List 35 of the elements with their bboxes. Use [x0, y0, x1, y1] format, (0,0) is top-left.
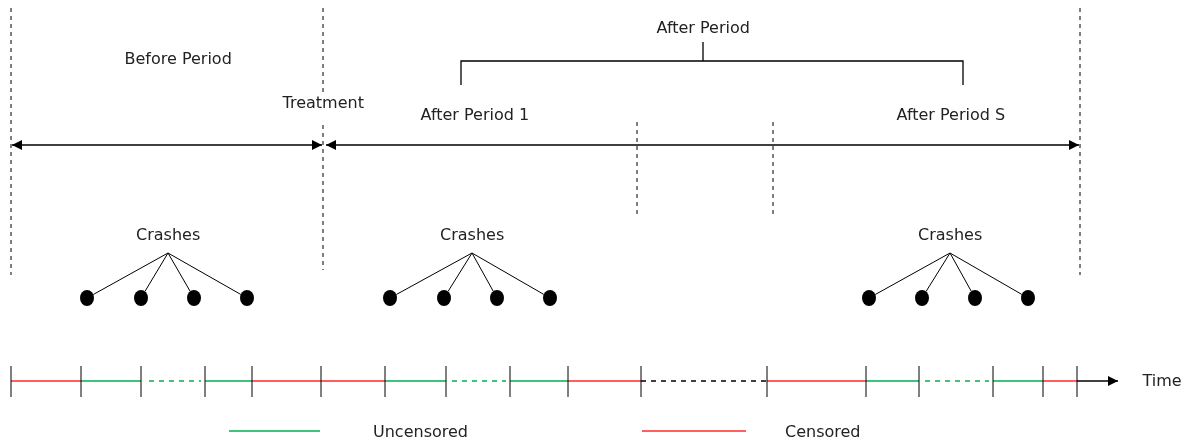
branch-line — [447, 252, 473, 292]
branch-line — [925, 252, 951, 292]
crash-dot — [187, 290, 201, 306]
crash-dot — [134, 290, 148, 306]
branch-line — [167, 252, 191, 292]
branch-line — [471, 252, 545, 295]
legend-text: Uncensored — [373, 422, 468, 442]
branch-line — [167, 252, 242, 295]
crash-dot — [240, 290, 254, 306]
text-label: Treatment — [282, 93, 364, 113]
text-label: Crashes — [136, 225, 201, 245]
branch-line — [92, 252, 169, 295]
crash-dot — [383, 290, 397, 306]
text-label: After Period 1 — [420, 105, 530, 125]
crash-dot — [915, 290, 929, 306]
crash-dot — [968, 290, 982, 306]
text-label: Crashes — [918, 225, 983, 245]
crash-dot — [437, 290, 451, 306]
text-label: Crashes — [440, 225, 505, 245]
branch-line — [949, 252, 1023, 295]
branch-line — [874, 252, 951, 295]
branch-line — [471, 252, 494, 292]
crash-dot — [543, 290, 557, 306]
text-label: Before Period — [124, 49, 232, 69]
branch-line — [949, 252, 972, 292]
branch-line — [144, 252, 169, 292]
crash-dot — [80, 290, 94, 306]
text-label: After Period — [656, 18, 750, 38]
crash-dot — [490, 290, 504, 306]
text-label: Time — [1142, 371, 1182, 391]
legend-text: Censored — [785, 422, 861, 442]
crash-dot — [1021, 290, 1035, 306]
branch-line — [395, 252, 473, 296]
crash-dot — [862, 290, 876, 306]
text-label: After Period S — [896, 105, 1006, 125]
